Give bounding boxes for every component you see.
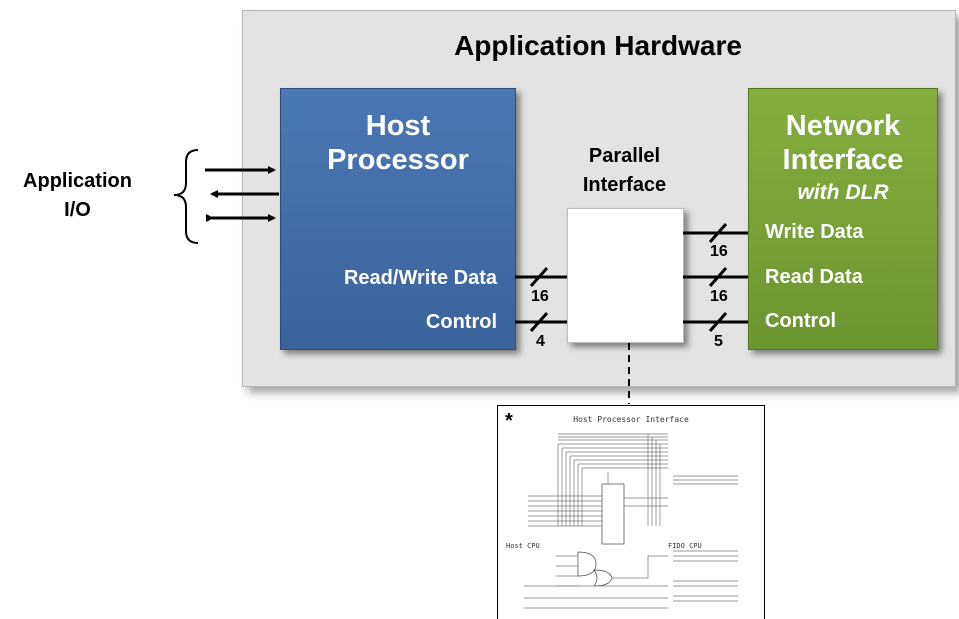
net-title-line1: Network xyxy=(785,110,901,142)
host-ctrl-slash xyxy=(529,312,549,332)
net-ctrl-label: Control xyxy=(765,310,837,332)
diagram-title: Application Hardware xyxy=(454,30,742,61)
host-ctrl-label: Control xyxy=(425,311,497,333)
host-title-line2: Processor xyxy=(327,144,469,176)
schematic-title: Host Processor Interface xyxy=(573,415,689,424)
schematic-host-cpu-label: Host CPU xyxy=(506,542,540,550)
io-brace xyxy=(173,149,199,244)
schematic-fido-cpu-label: FIDO CPU xyxy=(668,542,702,550)
schematic-drawing xyxy=(524,433,738,609)
net-ctrl-slash xyxy=(708,312,728,332)
network-interface-block: Network Interface with DLR Write Data Re… xyxy=(748,88,938,350)
parallel-label-line2: Interface xyxy=(582,174,667,196)
host-title-line1: Host xyxy=(365,110,431,142)
bus-width-host-rw: 16 xyxy=(531,288,549,305)
net-write-label: Write Data xyxy=(765,221,864,243)
host-rw-label: Read/Write Data xyxy=(343,267,497,289)
host-rw-slash xyxy=(529,267,549,287)
net-read-label: Read Data xyxy=(765,266,863,288)
bus-width-host-ctrl: 4 xyxy=(536,333,545,350)
bus-width-net-read: 16 xyxy=(710,288,728,305)
schematic-asterisk: * xyxy=(505,410,513,432)
net-read-slash xyxy=(708,267,728,287)
net-title-line3: with DLR xyxy=(797,181,889,204)
parallel-label-line1: Parallel xyxy=(588,145,661,167)
app-io-label-line1: Application xyxy=(23,170,132,192)
bus-width-net-write: 16 xyxy=(710,243,728,260)
app-io-label-line2: I/O xyxy=(64,199,91,221)
bus-width-net-ctrl: 5 xyxy=(714,333,723,350)
net-write-slash xyxy=(708,223,728,243)
host-processor-block: Host Processor Read/Write Data Control xyxy=(280,88,516,350)
net-title-line2: Interface xyxy=(782,144,904,176)
schematic-inset: * Host Processor Interface Host CPU FIDO… xyxy=(497,405,765,619)
